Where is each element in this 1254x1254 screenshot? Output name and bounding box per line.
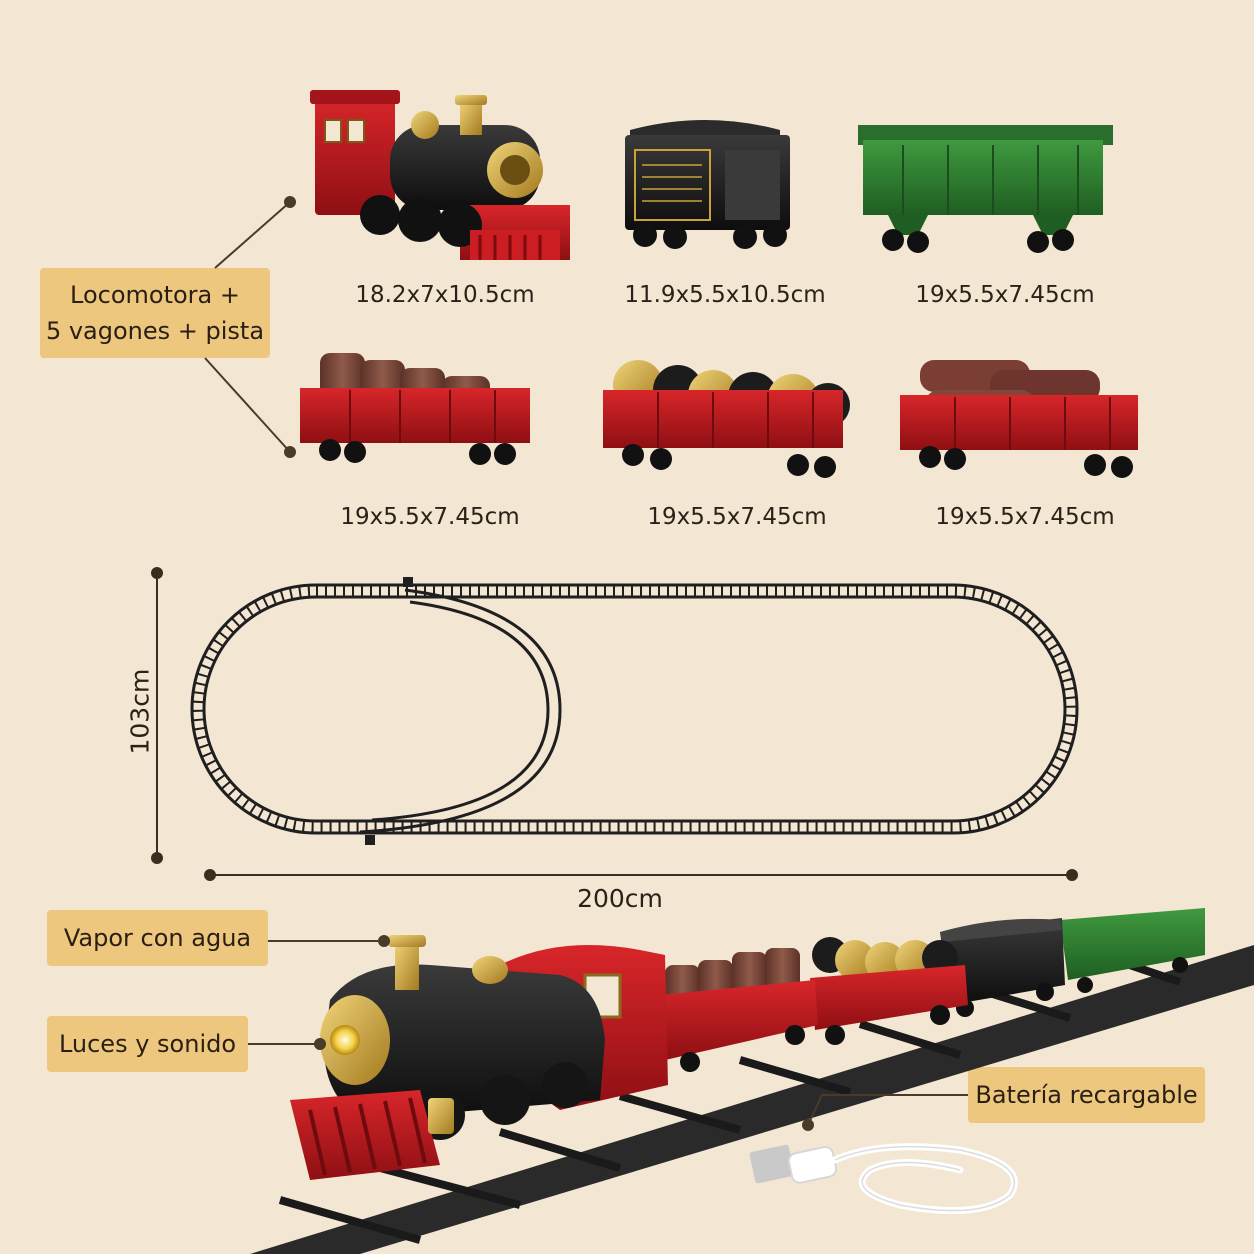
height-measure-line (151, 567, 163, 864)
bottom-locomotive (290, 935, 668, 1180)
set-contents-label: Locomotora + 5 vagones + pista (40, 268, 270, 358)
bottom-tender (940, 918, 1065, 1017)
locomotive-dimensions: 18.2x7x10.5cm (355, 282, 535, 308)
bottom-track (250, 945, 1254, 1254)
green-hopper-image (858, 125, 1113, 253)
battery-leader (802, 1094, 968, 1131)
log-wagon-image (900, 360, 1138, 478)
steam-leader (268, 935, 390, 947)
barrel-wagon-dimensions: 19x5.5x7.45cm (340, 504, 520, 530)
set-contents-line-2: 5 vagones + pista (45, 317, 265, 345)
bottom-green-hopper (1060, 908, 1205, 993)
set-contents-line-1: Locomotora + (70, 281, 240, 309)
spool-wagon-dimensions: 19x5.5x7.45cm (647, 504, 827, 530)
spool-wagon-image (603, 360, 850, 478)
coal-tender-image (625, 120, 790, 249)
track-layout (190, 577, 1079, 845)
battery-label: Batería recargable (968, 1067, 1205, 1123)
log-wagon-dimensions: 19x5.5x7.45cm (935, 504, 1115, 530)
locomotive-image (310, 90, 570, 260)
usb-cable-image (749, 1143, 1018, 1215)
width-measure-line (204, 869, 1078, 881)
steam-label: Vapor con agua (47, 910, 268, 966)
bottom-barrel-wagon (660, 948, 818, 1072)
track-width-label: 200cm (577, 884, 663, 913)
hopper-dimensions: 19x5.5x7.45cm (915, 282, 1095, 308)
bottom-spool-wagon (810, 937, 968, 1045)
tender-dimensions: 11.9x5.5x10.5cm (624, 282, 826, 308)
barrel-wagon-image (300, 353, 530, 465)
lights-sound-label: Luces y sonido (47, 1016, 248, 1072)
lights-leader (248, 1038, 326, 1050)
set-contents-leaders (204, 196, 296, 458)
